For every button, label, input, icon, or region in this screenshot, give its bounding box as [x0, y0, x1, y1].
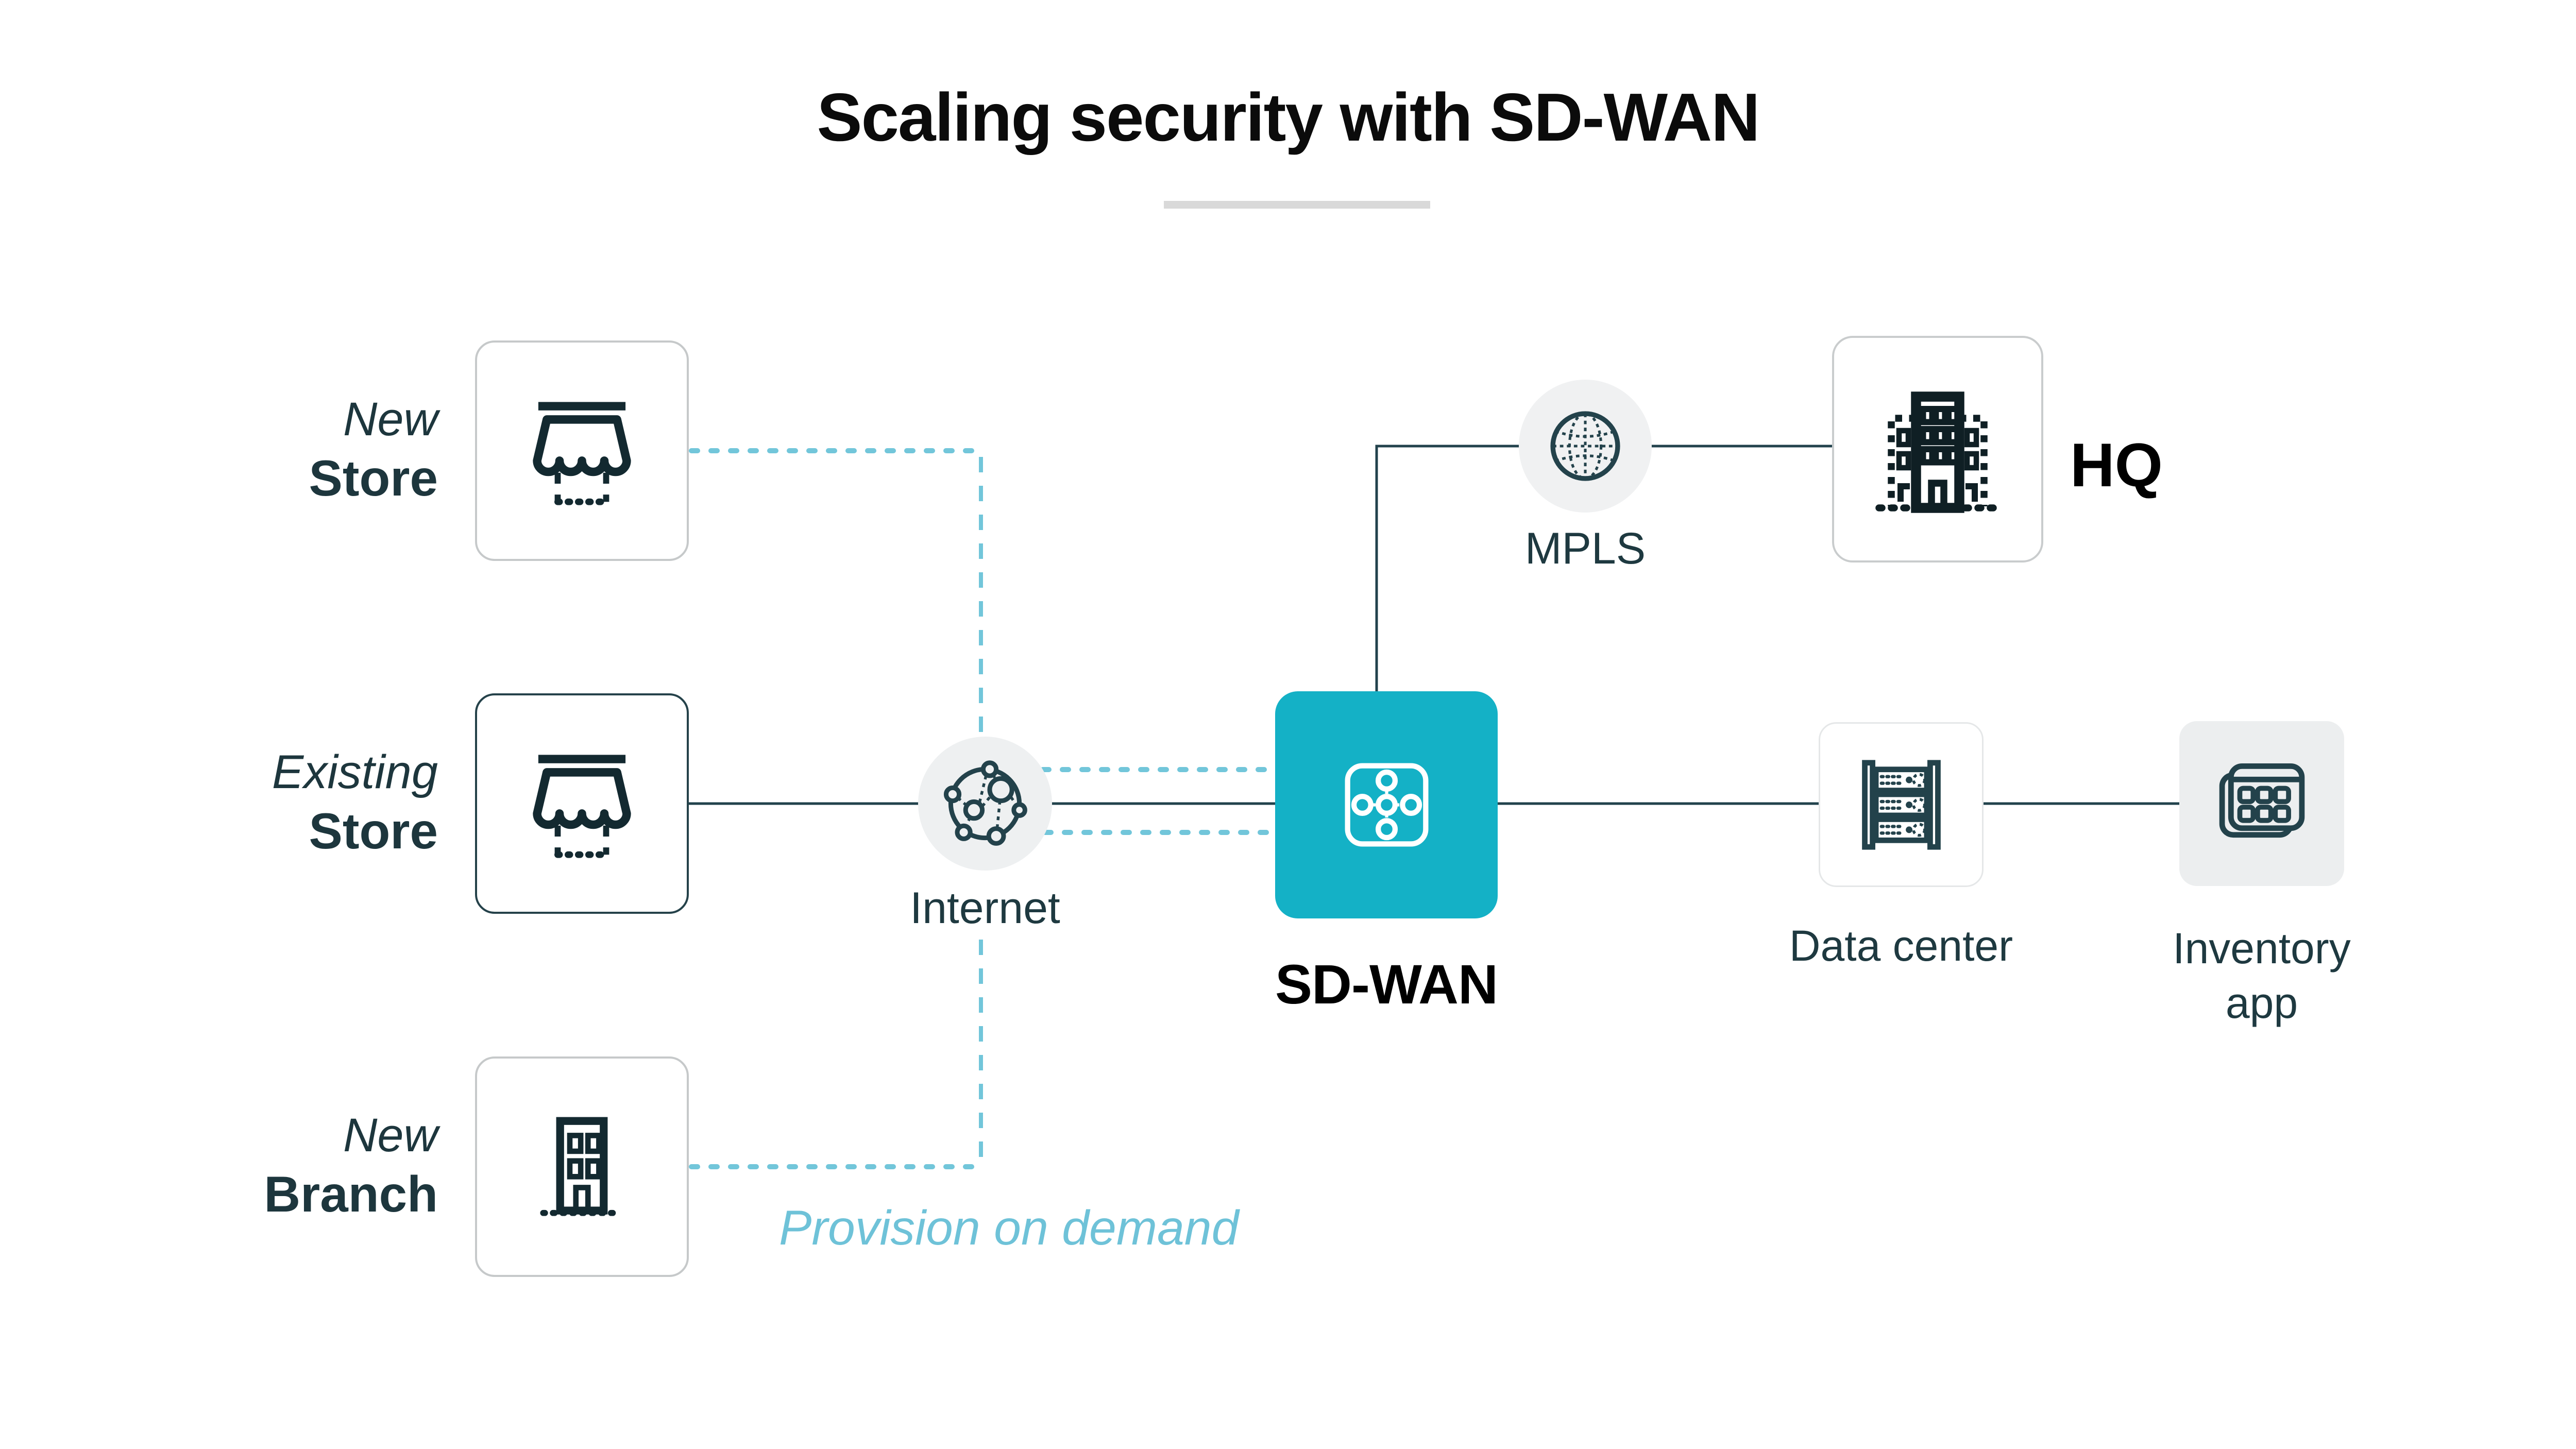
- storefront-icon: [521, 743, 642, 864]
- inventory-app-node: [2179, 721, 2344, 886]
- new-branch-qualifier: New: [343, 1109, 438, 1162]
- internet-node: [918, 737, 1052, 871]
- page-title: Scaling security with SD-WAN: [817, 79, 1760, 155]
- existing-store-qualifier: Existing: [272, 746, 438, 798]
- headquarters-building-icon: [1860, 372, 2015, 526]
- existing-store-label: Existing Store: [77, 743, 438, 860]
- title-underline-divider: [1164, 201, 1430, 209]
- provision-on-demand-annotation: Provision on demand: [779, 1201, 1239, 1255]
- branch-building-icon: [521, 1106, 642, 1228]
- inventory-app-label-line2: app: [2225, 979, 2298, 1027]
- sdwan-label: SD-WAN: [1275, 953, 1498, 1015]
- internet-label: Internet: [910, 883, 1060, 933]
- mpls-label: MPLS: [1524, 524, 1646, 573]
- connected-nodes-globe-icon: [939, 757, 1031, 850]
- existing-store-node: [475, 693, 689, 914]
- new-branch-label: New Branch: [77, 1106, 438, 1223]
- line-sdwan-to-mpls-to-hq: [1375, 445, 1832, 691]
- new-store-label: New Store: [77, 390, 438, 507]
- new-store-name: Store: [309, 450, 438, 506]
- app-grid-icon: [2207, 748, 2317, 859]
- inventory-app-label: Inventory app: [2107, 921, 2416, 1030]
- inventory-app-label-line1: Inventory: [2173, 924, 2351, 973]
- hub-and-spokes-icon: [1334, 752, 1439, 858]
- new-store-qualifier: New: [343, 393, 438, 446]
- existing-store-name: Store: [309, 803, 438, 859]
- sdwan-node: [1275, 691, 1498, 918]
- datacenter-label: Data center: [1789, 922, 2013, 970]
- storefront-icon: [521, 390, 642, 512]
- new-branch-name: Branch: [264, 1166, 438, 1222]
- new-branch-node: [475, 1056, 689, 1277]
- mpls-node: [1519, 380, 1652, 513]
- new-store-node: [475, 340, 689, 561]
- server-rack-icon: [1846, 749, 1957, 860]
- hq-node: [1832, 336, 2043, 562]
- datacenter-node: [1819, 722, 1984, 887]
- wireframe-globe-icon: [1541, 402, 1629, 490]
- hq-label: HQ: [2070, 431, 2163, 500]
